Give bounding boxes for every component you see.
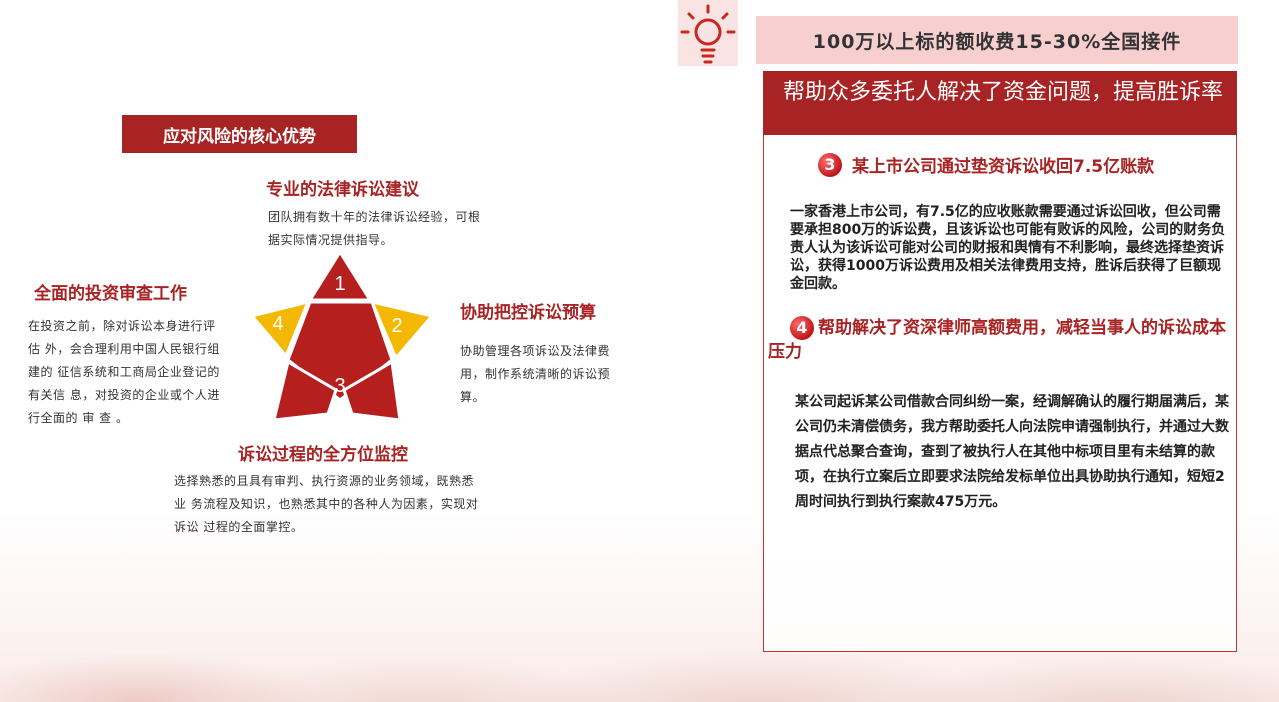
fee-banner: 100万以上标的额收费15-30%全国接件 [756, 16, 1238, 64]
section-3-text: 选择熟悉的且具有审判、执行资源的业务领域，既熟悉业 务流程及知识，也熟悉其中的各… [174, 474, 479, 534]
star-number-3: 3 [334, 375, 345, 397]
section-4-title: 全面的投资审查工作 [34, 284, 187, 304]
star-number-2: 2 [391, 315, 402, 337]
case-panel [763, 135, 1237, 652]
star-diagram: 1 2 3 4 [249, 249, 435, 422]
section-1-title: 专业的法律诉讼建议 [266, 180, 419, 200]
star-point-2 [369, 299, 435, 361]
case-3-body: 一家香港上市公司，有7.5亿的应收账款需要通过诉讼回收，但公司需要承担800万的… [790, 204, 1226, 292]
section-1-text: 团队拥有数十年的法律诉讼经验，可根据实际情况提供指导。 [268, 210, 481, 247]
section-3-title: 诉讼过程的全方位监控 [238, 445, 408, 465]
case-3-heading: 3 某上市公司通过垫资诉讼收回7.5亿账款 [818, 152, 1228, 177]
star-point-1 [307, 249, 373, 302]
number-badge: 3 [818, 152, 842, 177]
core-advantage-banner: 应对风险的核心优势 [122, 115, 357, 153]
case-3-title: 某上市公司通过垫资诉讼收回7.5亿账款 [852, 157, 1155, 177]
lightbulb-icon [678, 0, 738, 66]
star-point-3-left [272, 359, 338, 422]
star-point-3-right [342, 359, 402, 422]
right-header-title: 帮助众多委托人解决了资金问题，提高胜诉率 [763, 71, 1237, 135]
section-4-text: 在投资之前，除对诉讼本身进行评估 外，会合理利用中国人民银行组建的 征信系统和工… [28, 319, 220, 425]
star-number-1: 1 [334, 273, 345, 295]
section-2-title: 协助把控诉讼预算 [460, 303, 596, 323]
star-point-4 [249, 299, 311, 359]
number-badge: 4 [790, 316, 814, 340]
case-4-body: 某公司起诉某公司借款合同纠纷一案，经调解确认的履行期届满后，某公司仍未清偿债务，… [795, 394, 1229, 510]
section-2-text: 协助管理各项诉讼及法律费用，制作系统清晰的诉讼预算。 [460, 344, 611, 404]
star-number-4: 4 [272, 313, 283, 335]
case-4-title: 帮助解决了资深律师高额费用，减轻当事人的诉讼成本压力 [768, 318, 1226, 362]
